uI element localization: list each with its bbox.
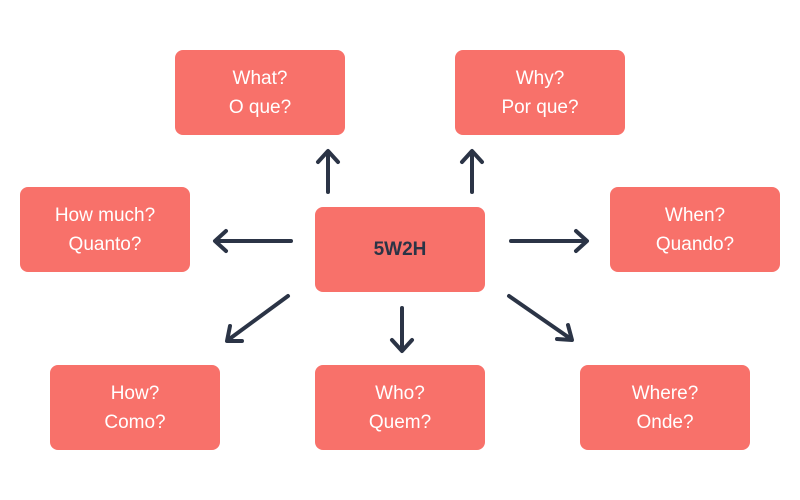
- node-where-pt: Onde?: [636, 411, 694, 433]
- node-how-much: How much? Quanto?: [20, 187, 190, 272]
- arrow-to-why: [460, 149, 484, 194]
- node-why-pt: Por que?: [501, 96, 579, 118]
- arrow-to-where: [507, 294, 574, 342]
- arrow-to-what: [316, 149, 340, 194]
- node-how-much-en: How much?: [54, 204, 156, 226]
- node-where-en: Where?: [631, 382, 699, 404]
- node-how-much-pt: Quanto?: [68, 233, 142, 255]
- node-why-en: Why?: [515, 67, 565, 89]
- node-when: When? Quando?: [610, 187, 780, 272]
- node-what: What? O que?: [175, 50, 345, 135]
- node-why: Why? Por que?: [455, 50, 625, 135]
- node-who-en: Who?: [375, 382, 425, 404]
- arrow-to-when: [509, 229, 589, 253]
- node-what-pt: O que?: [228, 96, 292, 118]
- node-what-en: What?: [232, 67, 288, 89]
- node-how-en: How?: [110, 382, 160, 404]
- node-when-pt: Quando?: [655, 233, 735, 255]
- node-who: Who? Quem?: [315, 365, 485, 450]
- arrow-to-who: [390, 306, 414, 353]
- node-how-pt: Como?: [104, 411, 166, 433]
- node-where: Where? Onde?: [580, 365, 750, 450]
- arrow-to-how: [225, 294, 290, 343]
- node-how: How? Como?: [50, 365, 220, 450]
- center-label: 5W2H: [373, 239, 427, 260]
- arrow-to-how-much: [213, 229, 293, 253]
- node-when-en: When?: [664, 204, 726, 226]
- node-who-pt: Quem?: [368, 411, 432, 433]
- node-center-5w2h: 5W2H: [315, 207, 485, 292]
